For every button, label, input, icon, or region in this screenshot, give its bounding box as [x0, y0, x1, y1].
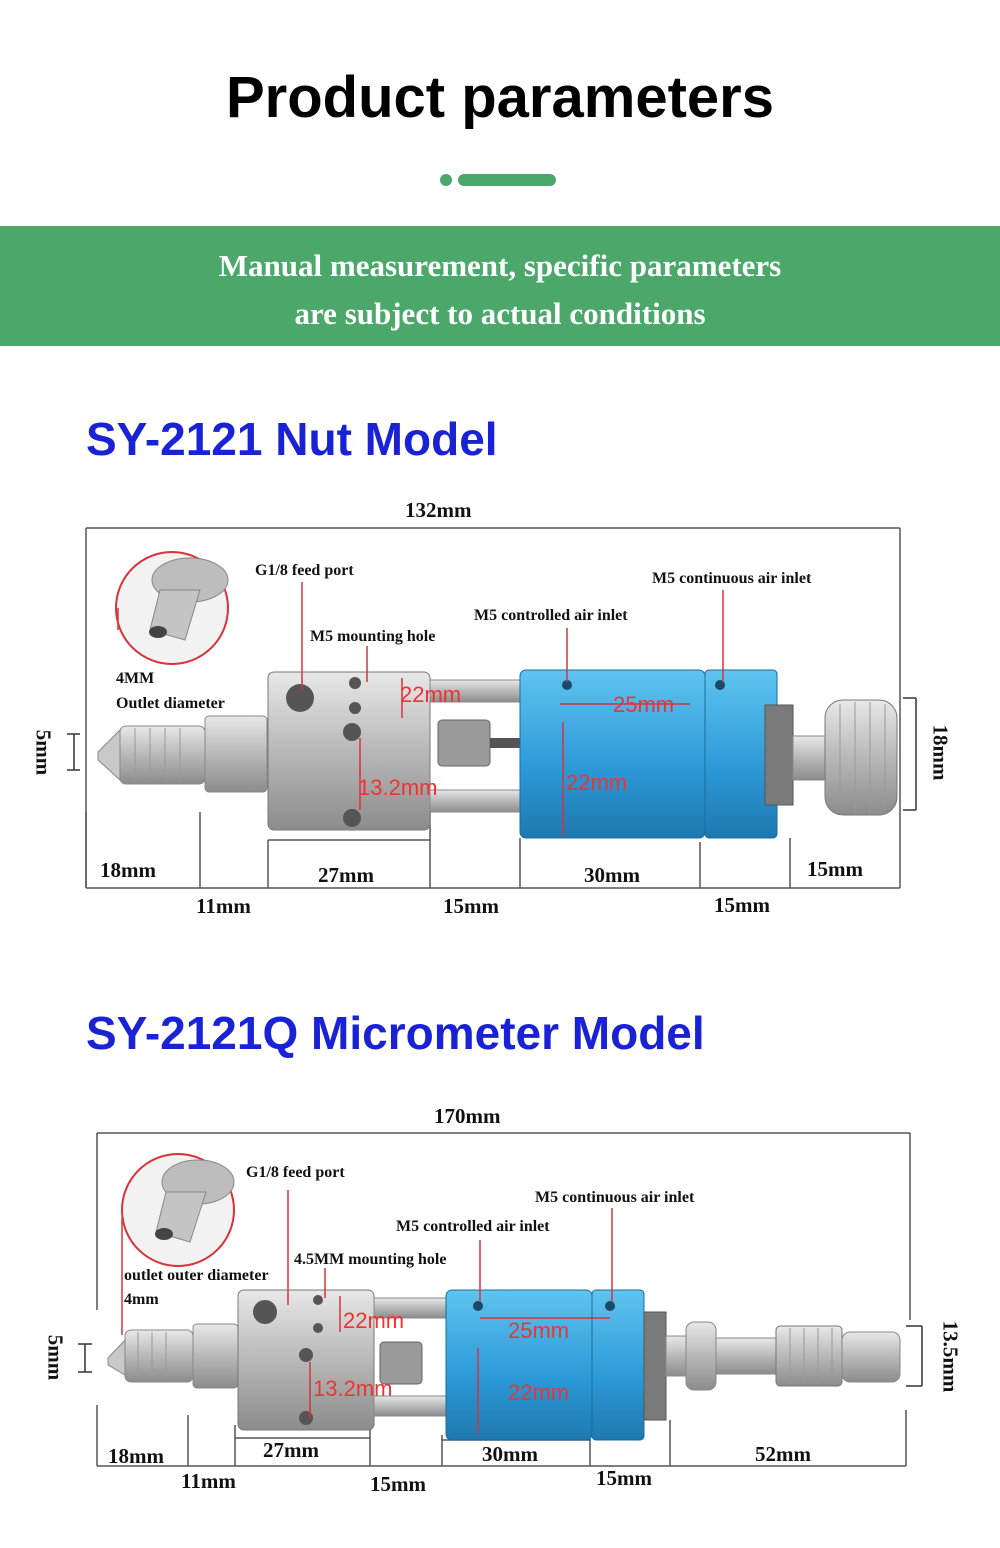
nut-side-left: 5mm: [31, 729, 56, 776]
micro-feed-block: [237, 1289, 447, 1431]
micro-label-continuous-air: M5 continuous air inlet: [535, 1189, 695, 1206]
micro-dim-13mm: 13.2mm: [313, 1376, 392, 1401]
nut-label-outlet-1: 4MM: [116, 670, 155, 687]
micro-dimension-frame: [96, 1132, 911, 1467]
nut-bottom-top-4: 15mm: [807, 857, 863, 881]
nut-dim-22mm-a: 22mm: [400, 682, 461, 707]
nut-label-feed-port: G1/8 feed port: [255, 562, 354, 579]
nut-model-title: SY-2121 Nut Model: [86, 413, 498, 465]
micro-label-controlled-air: M5 controlled air inlet: [396, 1218, 550, 1235]
micro-dim-22mm-a: 22mm: [343, 1308, 404, 1333]
nut-callout-lines: [301, 582, 724, 835]
micro-bottom-top-1: 18mm: [108, 1444, 164, 1468]
nut-label-outlet-2: Outlet diameter: [116, 695, 225, 712]
micro-nozzle: [107, 1323, 239, 1389]
micro-label-outlet-2: 4mm: [124, 1291, 159, 1308]
title-accent-decoration: [440, 174, 556, 186]
nut-dim-22mm-b: 22mm: [566, 770, 627, 795]
nut-feed-block: [267, 671, 521, 831]
micro-bottom-top-3: 30mm: [482, 1442, 538, 1466]
nut-model-drawing: 22mm 25mm 13.2mm 22mm: [67, 527, 917, 889]
micro-micrometer-head: [665, 1321, 901, 1391]
nut-model-diagram: 22mm 25mm 13.2mm 22mm 132mm G1/8 feed po…: [0, 490, 1000, 930]
micro-bottom-top-4: 52mm: [755, 1442, 811, 1466]
micrometer-model-title: SY-2121Q Micrometer Model: [86, 1007, 705, 1059]
nut-bottom-low-3: 15mm: [714, 893, 770, 917]
nut-adjust-knob: [792, 699, 898, 816]
banner-line-1: Manual measurement, specific parameters: [218, 248, 782, 283]
nut-bottom-top-2: 27mm: [318, 863, 374, 887]
micro-side-right: 13.5mm: [938, 1320, 963, 1393]
micro-outlet-inset: [121, 1153, 235, 1335]
notice-banner: Manual measurement, specific parameters …: [0, 226, 1000, 346]
nut-outlet-inset: [115, 551, 229, 665]
nut-bottom-top-3: 30mm: [584, 863, 640, 887]
nut-bottom-low-2: 15mm: [443, 894, 499, 918]
nut-bottom-top-1: 18mm: [100, 858, 156, 882]
micro-side-brackets: [78, 1325, 923, 1387]
micro-blue-cylinder: [445, 1289, 667, 1441]
micro-bottom-low-3: 15mm: [596, 1466, 652, 1490]
micro-side-left: 5mm: [43, 1334, 68, 1381]
nut-blue-cylinder: [519, 669, 794, 839]
nut-dimension-frame: [85, 527, 901, 889]
micrometer-model-drawing: 22mm 25mm 13.2mm 22mm: [78, 1132, 923, 1467]
micro-label-feed-port: G1/8 feed port: [246, 1164, 345, 1181]
banner-line-2: are subject to actual conditions: [294, 296, 706, 331]
micro-bottom-low-1: 11mm: [181, 1469, 236, 1493]
nut-label-continuous-air: M5 continuous air inlet: [652, 570, 812, 587]
nut-label-controlled-air: M5 controlled air inlet: [474, 607, 628, 624]
nut-total-length: 132mm: [405, 498, 472, 522]
nut-label-mounting-hole: M5 mounting hole: [310, 628, 436, 645]
micrometer-model-diagram: 22mm 25mm 13.2mm 22mm 170mm G1/8 feed po…: [0, 1100, 1000, 1540]
nut-side-right: 18mm: [928, 724, 953, 781]
nut-bottom-low-1: 11mm: [196, 894, 251, 918]
nut-side-brackets: [67, 697, 917, 811]
micro-bottom-top-2: 27mm: [263, 1438, 319, 1462]
micro-total-length: 170mm: [434, 1104, 501, 1128]
micro-label-outlet-1: outlet outer diameter: [124, 1267, 269, 1284]
page-title: Product parameters: [226, 65, 774, 130]
nut-dim-25mm: 25mm: [613, 692, 674, 717]
nut-nozzle: [97, 715, 268, 793]
micro-dim-22mm-b: 22mm: [508, 1380, 569, 1405]
nut-dim-13mm: 13.2mm: [358, 775, 437, 800]
micro-dim-25mm: 25mm: [508, 1318, 569, 1343]
micro-callout-lines: [287, 1190, 613, 1434]
micro-bottom-low-2: 15mm: [370, 1472, 426, 1496]
micro-label-mounting-hole: 4.5MM mounting hole: [294, 1251, 447, 1268]
